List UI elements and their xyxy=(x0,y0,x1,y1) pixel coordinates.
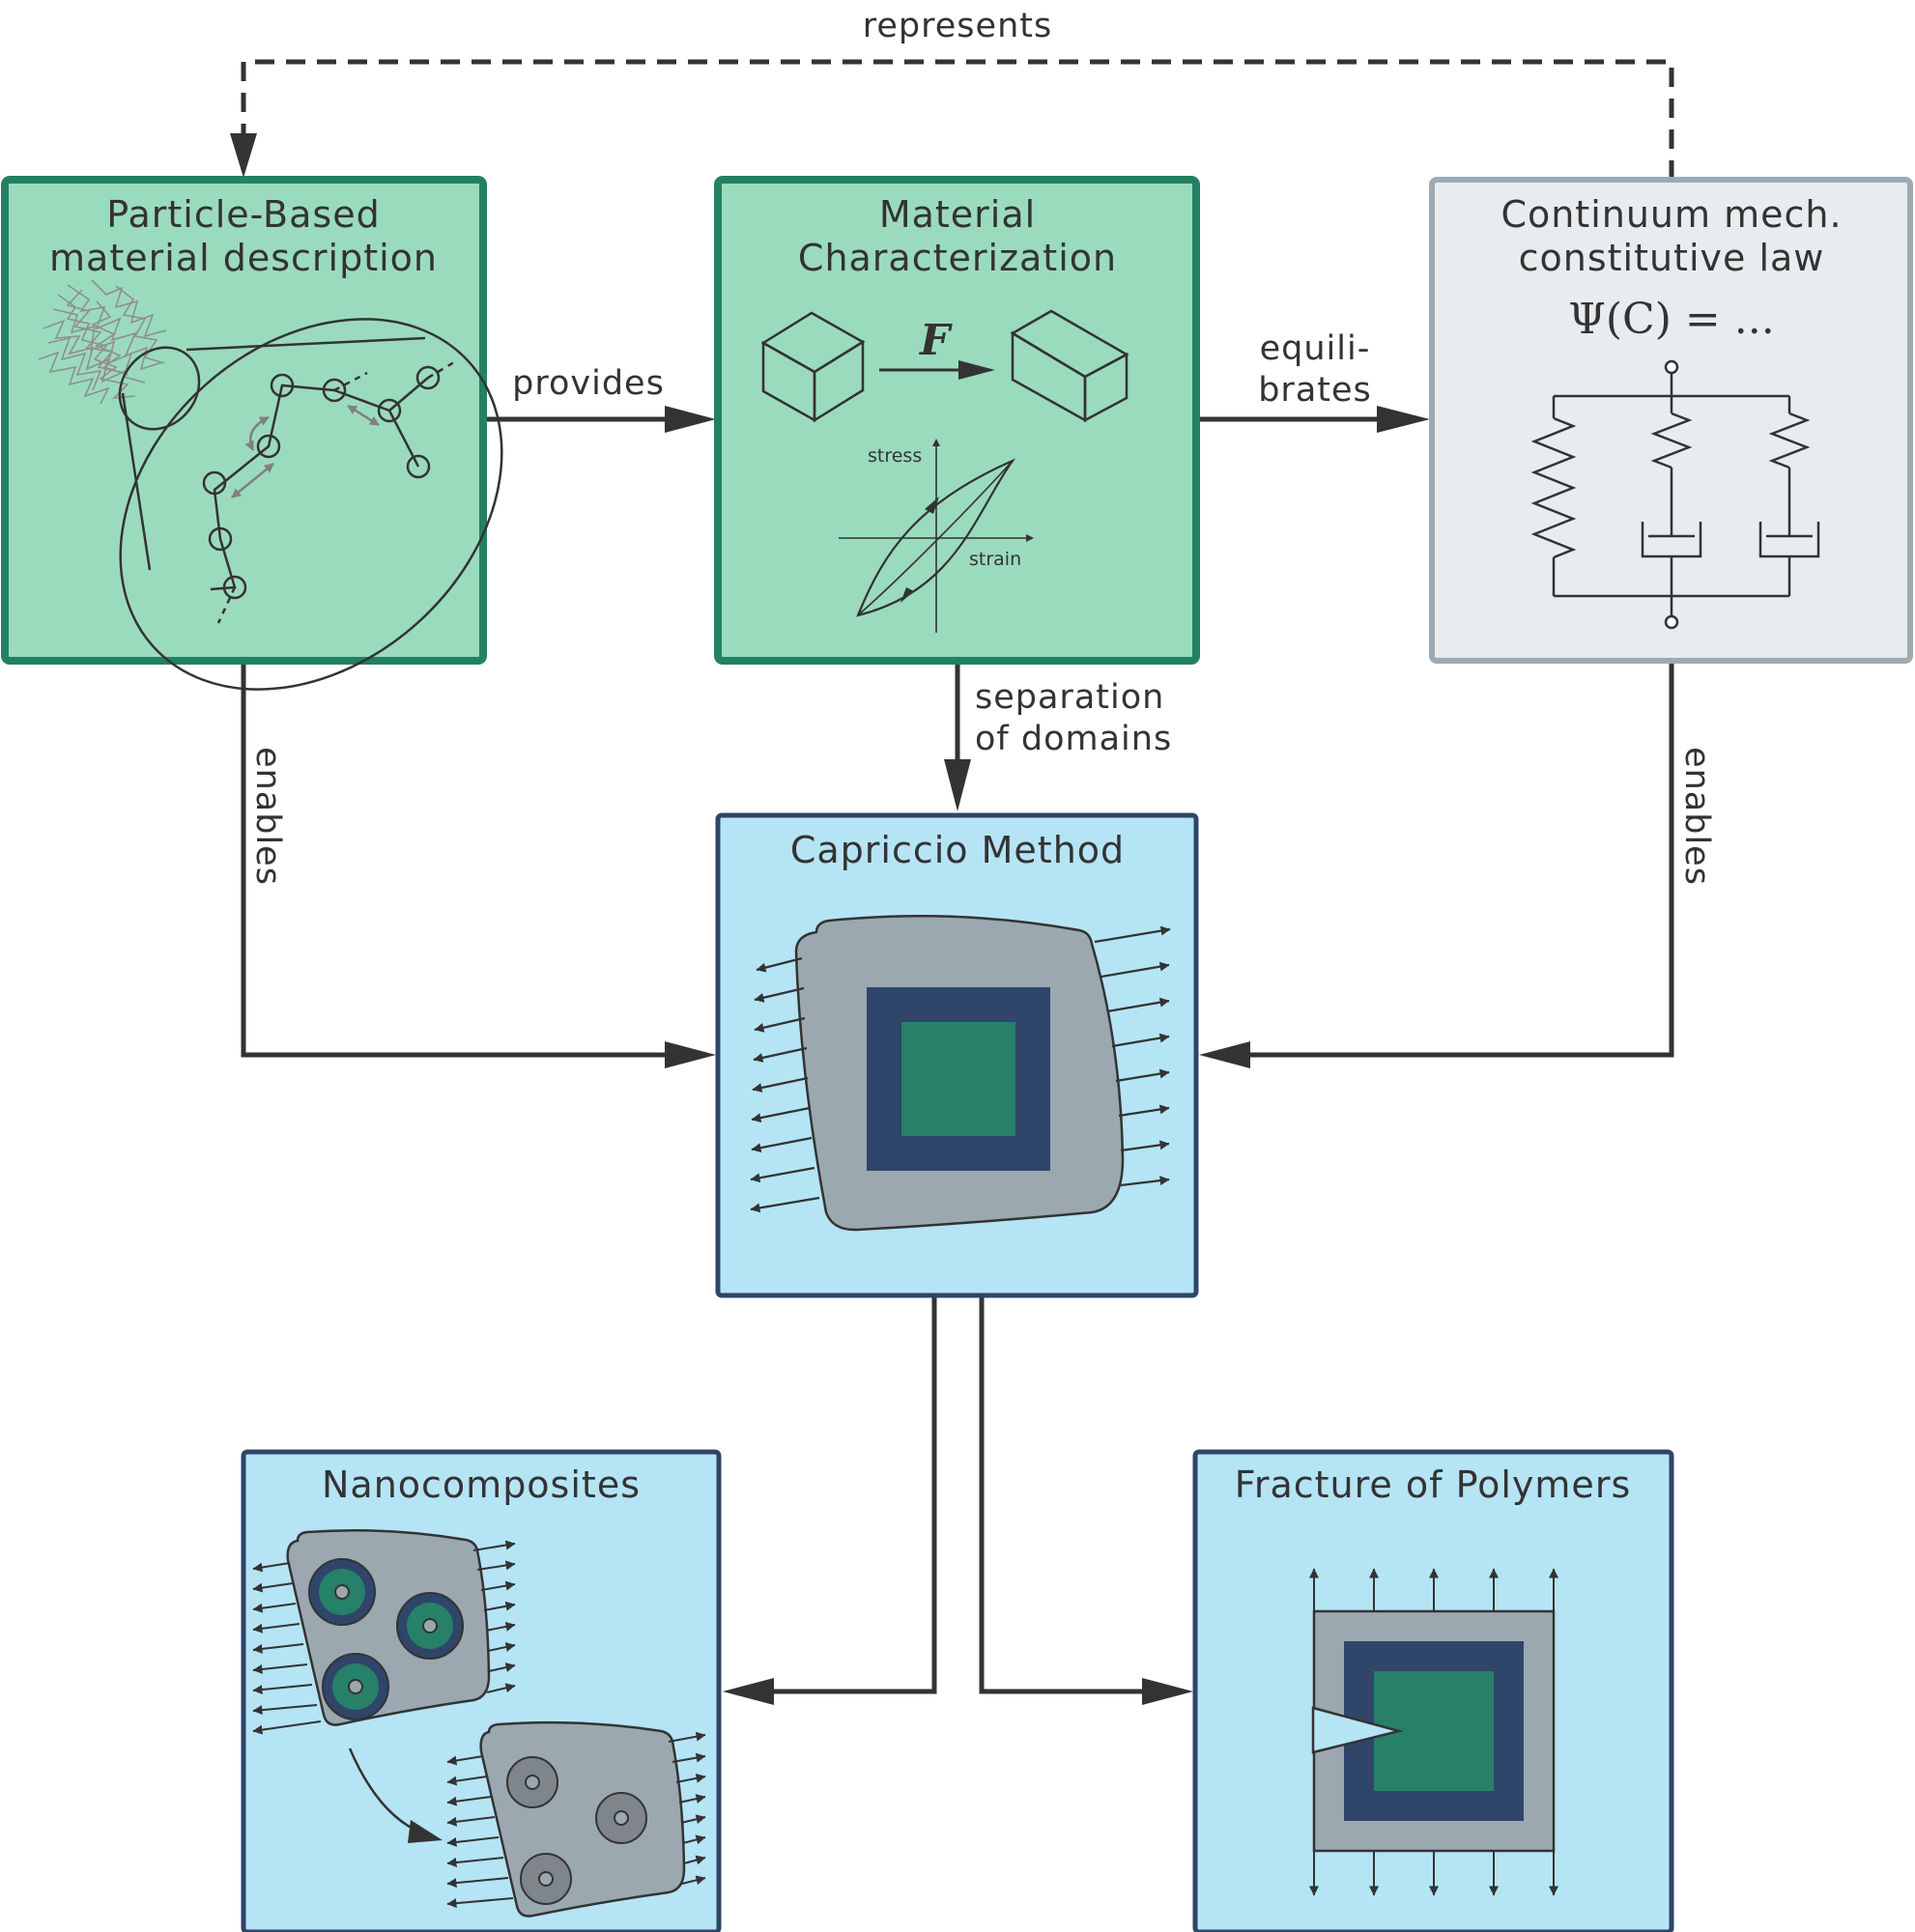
nano-transition-arrowhead xyxy=(408,1820,443,1843)
stress-label: stress xyxy=(868,445,922,467)
characterization-title-2: Characterization xyxy=(798,237,1117,279)
enables-right-arrow xyxy=(1244,663,1674,1058)
to-fracture-arrowhead xyxy=(1142,1678,1193,1705)
zoom-large-ellipse xyxy=(119,318,503,691)
continuum-title-2: constitutive law xyxy=(1519,237,1825,279)
enables-right-arrowhead xyxy=(1199,1041,1250,1068)
enables-left-label: enables xyxy=(248,747,287,886)
characterization-box xyxy=(714,176,1200,665)
node-capriccio: Capriccio Method xyxy=(715,812,1199,1298)
capriccio-title: Capriccio Method xyxy=(790,829,1125,871)
node-continuum: Continuum mech. constitutive law Ψ(C) = … xyxy=(1429,177,1913,664)
nano-lower-domain xyxy=(479,1720,686,1918)
to-nanocomposites-arrowhead xyxy=(723,1678,774,1705)
nano-lower-load-arrows xyxy=(446,1731,706,1909)
enables-left-arrow xyxy=(241,663,672,1058)
represents-arrowhead xyxy=(230,133,257,178)
characterization-title-1: Material xyxy=(879,193,1036,236)
undeformed-cube xyxy=(760,311,866,423)
fracture-crack xyxy=(1311,1706,1404,1754)
node-nanocomposites: Nanocomposites xyxy=(241,1449,722,1932)
provides-label: provides xyxy=(512,364,665,403)
connectors xyxy=(230,59,1674,1705)
continuum-title-1: Continuum mech. xyxy=(1501,193,1842,236)
node-particle-based: Particle-Based material description xyxy=(1,176,503,691)
particle-box xyxy=(1,176,487,665)
capriccio-load-arrows xyxy=(750,925,1171,1213)
zoom-cone-line-upper xyxy=(186,336,426,352)
zoom-small-ellipse xyxy=(118,346,201,431)
constitutive-formula: Ψ(C) = ... xyxy=(1568,295,1774,344)
bead-spring-chain xyxy=(202,360,455,624)
nano-upper-particles xyxy=(308,1558,464,1720)
particle-title-2: material description xyxy=(49,237,438,279)
represents-label: represents xyxy=(863,7,1052,45)
capriccio-particle-domain xyxy=(901,1022,1015,1136)
enables-right-label: enables xyxy=(1677,747,1716,886)
edge-labels: represents provides equili- brates separ… xyxy=(248,7,1716,886)
nanocomposites-title: Nanocomposites xyxy=(322,1463,641,1506)
represents-arrow xyxy=(241,59,1674,180)
nano-upper-load-arrows xyxy=(252,1540,516,1735)
deformation-arrowhead xyxy=(958,360,995,380)
equilibrates-label-2: brates xyxy=(1258,371,1372,410)
fracture-title: Fracture of Polymers xyxy=(1235,1463,1632,1506)
separation-label-2: of domains xyxy=(975,720,1172,758)
particle-title-1: Particle-Based xyxy=(106,193,380,236)
separation-arrowhead xyxy=(944,759,971,811)
provides-arrowhead xyxy=(665,406,716,433)
force-symbol: F xyxy=(918,316,953,365)
strain-label: strain xyxy=(969,549,1021,570)
rheological-model xyxy=(1530,359,1820,630)
enables-left-arrowhead xyxy=(665,1041,716,1068)
fracture-load-arrows xyxy=(1309,1568,1558,1896)
equilibrates-arrowhead xyxy=(1377,406,1430,433)
separation-label-1: separation xyxy=(975,678,1164,717)
nano-lower-particles xyxy=(506,1756,647,1905)
hysteresis-midline xyxy=(857,460,1014,616)
node-fracture: Fracture of Polymers xyxy=(1192,1449,1674,1932)
equilibrates-label-1: equili- xyxy=(1260,329,1371,368)
deformed-cube xyxy=(1010,309,1129,423)
hysteresis-plot: stress strain xyxy=(839,439,1034,633)
node-material-characterization: Material Characterization F stress strai… xyxy=(714,176,1200,665)
to-nanocomposites-arrow xyxy=(768,1297,937,1694)
to-fracture-arrow xyxy=(979,1297,1148,1694)
